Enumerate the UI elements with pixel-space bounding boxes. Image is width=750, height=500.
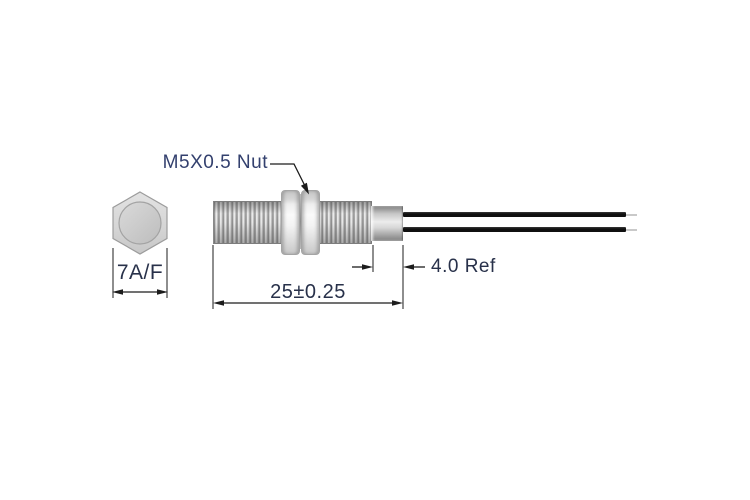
- arrowhead-hex-left: [112, 289, 123, 295]
- arrowhead-hex-right: [157, 289, 168, 295]
- wire-tip-top: [626, 213, 637, 216]
- arrowhead-sleeve-right: [403, 264, 414, 270]
- nut-callout-label: M5X0.5 Nut: [162, 152, 268, 173]
- sleeve-length-label: 4.0 Ref: [431, 256, 496, 277]
- hex-bore-circle: [118, 201, 162, 245]
- jam-nut-right: [301, 190, 320, 255]
- arrowhead-body-left: [213, 300, 224, 306]
- nut-callout-leader: [270, 163, 306, 186]
- arrowhead-sleeve-left: [362, 264, 373, 270]
- hex-size-dimension: [112, 248, 168, 298]
- wire-tip-bottom: [626, 228, 637, 231]
- body-length-label: 25±0.25: [270, 281, 346, 303]
- lead-wire-top: [403, 212, 626, 217]
- jam-nut-left: [281, 190, 300, 255]
- hex-front-view: [112, 191, 168, 255]
- nut-callout-arrowhead: [300, 182, 309, 195]
- hex-size-label: 7A/F: [116, 261, 164, 284]
- lead-wire-bottom: [403, 227, 626, 232]
- arrowhead-body-right: [392, 300, 403, 306]
- rear-sleeve: [371, 206, 403, 241]
